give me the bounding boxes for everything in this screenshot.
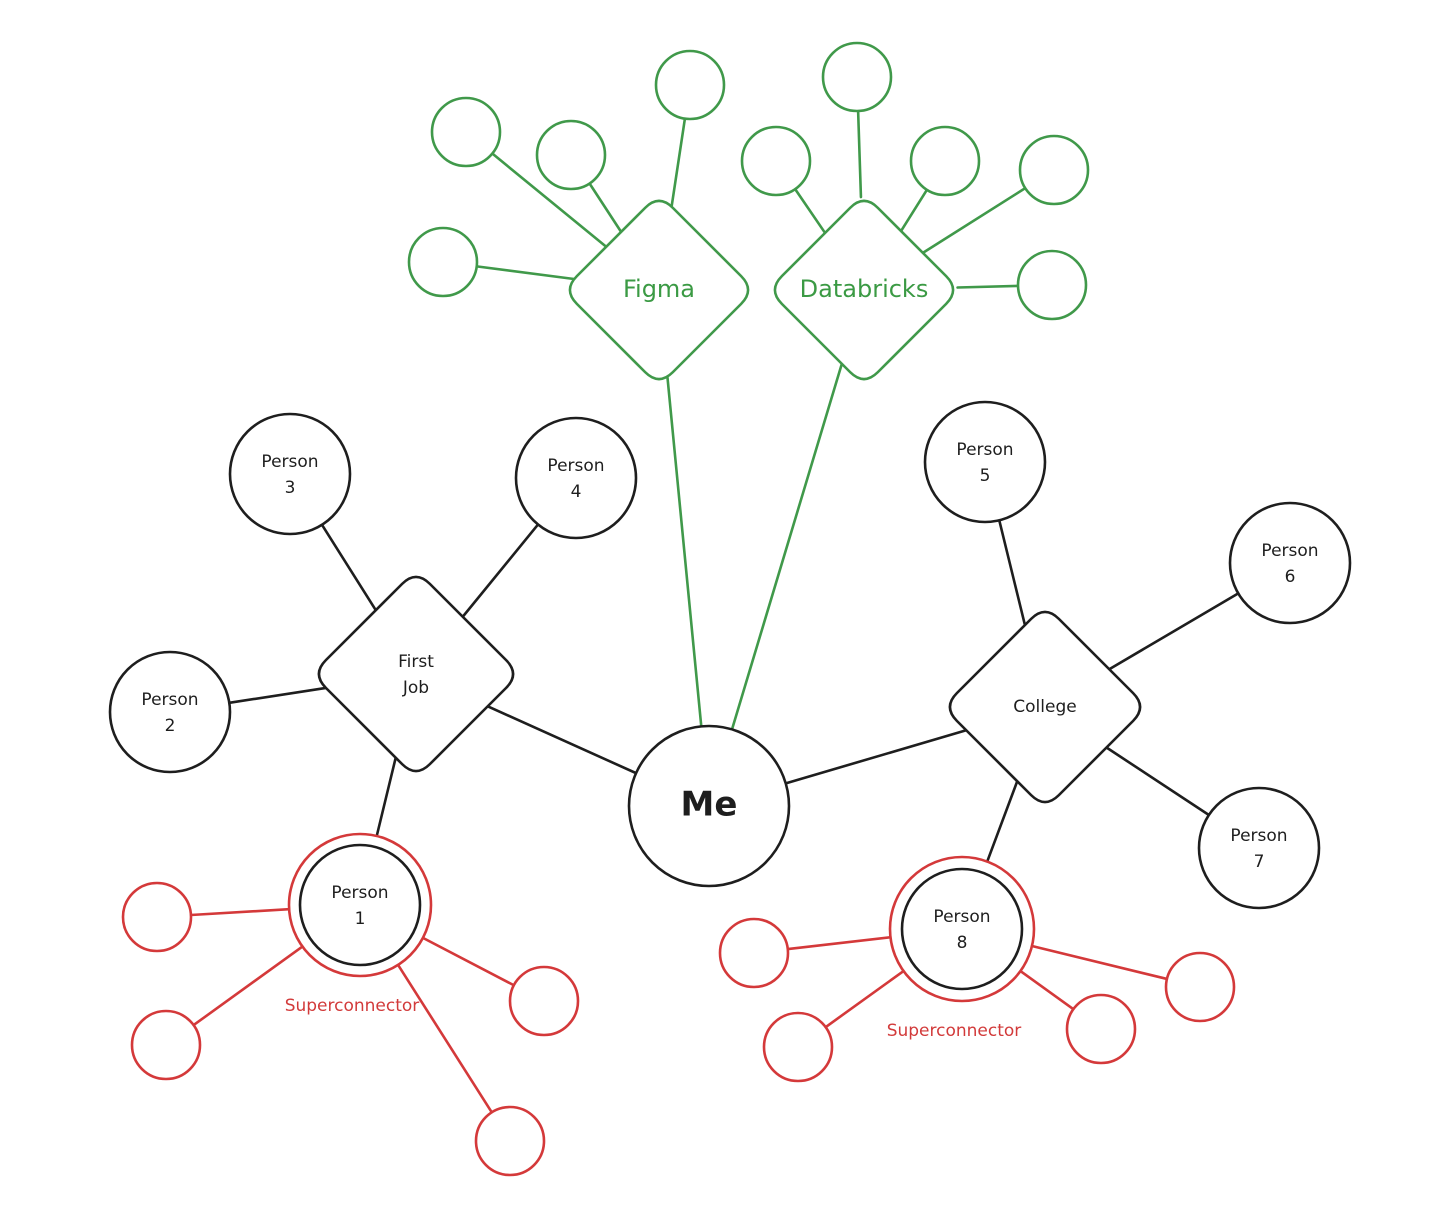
unlabeled-contact-node[interactable] xyxy=(740,125,812,197)
edge-first-job-p3 xyxy=(320,523,378,612)
unlabeled-contact-node[interactable] xyxy=(909,125,981,197)
edge-databricks-contact-2 xyxy=(856,109,863,199)
edge-p8-contact-2 xyxy=(824,969,905,1029)
edges-layer xyxy=(189,109,1240,1114)
me-label: Me xyxy=(681,785,738,825)
edge-databricks-contact-1 xyxy=(793,187,827,235)
person-node-2[interactable] xyxy=(108,650,232,774)
unlabeled-contact-node[interactable] xyxy=(535,119,607,191)
databricks-label: Databricks xyxy=(800,275,929,303)
edge-figma-contact-1 xyxy=(491,152,608,249)
unlabeled-contact-node[interactable] xyxy=(130,1009,202,1081)
person-node-5[interactable] xyxy=(923,400,1047,524)
databricks-group-node[interactable] xyxy=(773,199,955,381)
edge-figma-contact-4 xyxy=(475,265,576,281)
edge-me-college xyxy=(784,728,968,785)
superconnector-label: Superconnector xyxy=(887,1021,1022,1041)
unlabeled-contact-node[interactable] xyxy=(821,41,893,113)
edge-college-p6 xyxy=(1107,592,1240,671)
figma-label: Figma xyxy=(623,275,695,303)
unlabeled-contact-node[interactable] xyxy=(762,1011,834,1083)
unlabeled-contact-node[interactable] xyxy=(508,965,580,1037)
unlabeled-contact-node[interactable] xyxy=(1018,134,1090,206)
edge-p1-contact-3 xyxy=(421,936,516,987)
me-node[interactable] xyxy=(627,724,791,888)
edge-college-p7 xyxy=(1105,746,1211,817)
figma-group-node[interactable] xyxy=(568,199,750,381)
edge-p1-contact-2 xyxy=(192,945,304,1027)
edge-p8-contact-3 xyxy=(1019,969,1075,1011)
college-label: College xyxy=(1013,697,1076,717)
unlabeled-contact-node[interactable] xyxy=(1065,993,1137,1065)
edge-figma-contact-3 xyxy=(670,117,687,208)
superconnector-label: Superconnector xyxy=(285,996,420,1016)
edge-databricks-contact-4 xyxy=(921,186,1027,255)
unlabeled-contact-node[interactable] xyxy=(121,881,193,953)
edge-me-databricks xyxy=(730,362,844,731)
person-node-6[interactable] xyxy=(1228,501,1352,625)
edge-college-p8 xyxy=(985,779,1019,863)
person-node-8[interactable] xyxy=(900,867,1024,991)
college-group-node[interactable] xyxy=(948,610,1142,804)
edge-figma-contact-2 xyxy=(588,182,623,234)
unlabeled-contact-node[interactable] xyxy=(1016,249,1088,321)
first-job-group-node[interactable] xyxy=(317,575,515,773)
edge-first-job-p1 xyxy=(375,756,398,838)
unlabeled-contact-node[interactable] xyxy=(474,1105,546,1177)
edge-p1-contact-4 xyxy=(396,963,494,1114)
person-node-3[interactable] xyxy=(228,412,352,536)
nodes-layer xyxy=(108,41,1352,1177)
edge-me-first-job xyxy=(486,705,638,775)
unlabeled-contact-node[interactable] xyxy=(407,226,479,298)
person-node-1[interactable] xyxy=(298,843,422,967)
person-node-7[interactable] xyxy=(1197,786,1321,910)
unlabeled-contact-node[interactable] xyxy=(430,96,502,168)
edge-databricks-contact-5 xyxy=(956,284,1020,289)
edge-databricks-contact-3 xyxy=(899,188,929,233)
edge-p8-contact-1 xyxy=(786,935,892,951)
unlabeled-contact-node[interactable] xyxy=(1164,951,1236,1023)
unlabeled-contact-node[interactable] xyxy=(718,917,790,989)
edge-first-job-p4 xyxy=(461,523,540,619)
person-node-4[interactable] xyxy=(514,416,638,540)
edge-college-p5 xyxy=(997,518,1027,627)
unlabeled-contact-node[interactable] xyxy=(654,49,726,121)
edge-first-job-p2 xyxy=(227,686,328,705)
edge-p8-contact-4 xyxy=(1030,944,1169,981)
edge-me-figma xyxy=(666,376,703,728)
edge-p1-contact-1 xyxy=(189,907,291,917)
